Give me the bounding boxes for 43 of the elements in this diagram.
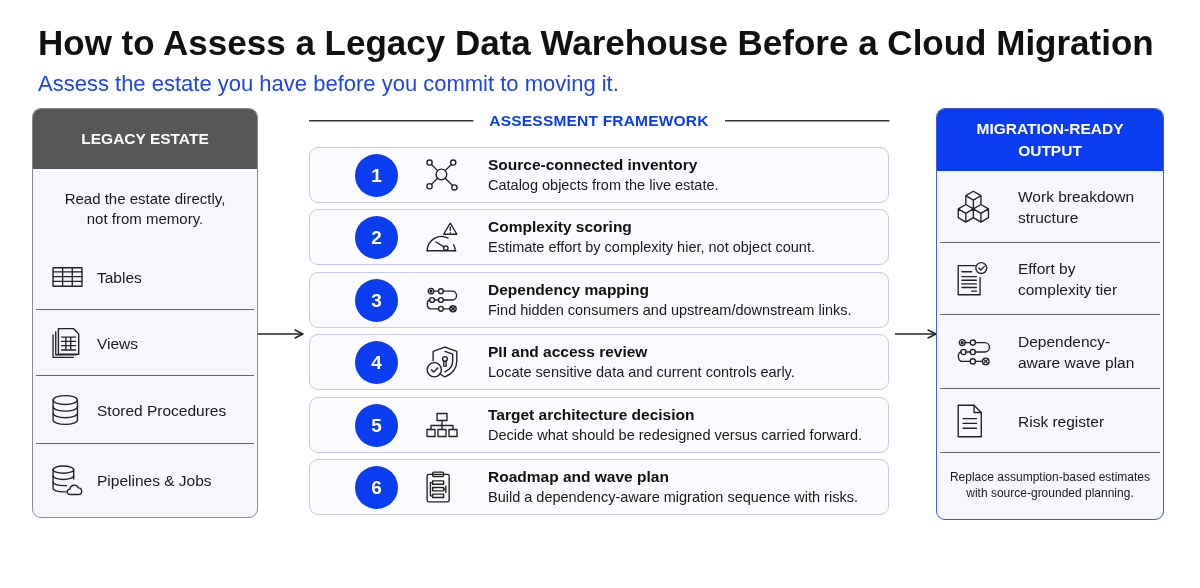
step-description: Decide what should be redesigned versus carried forward. (488, 426, 862, 445)
item-label: Dependency-aware wave plan (1018, 331, 1136, 373)
panel-header: MIGRATION-READY OUTPUT (937, 109, 1163, 171)
step-description: Catalog objects from the live estate. (488, 176, 719, 195)
item-label: Stored Procedures (97, 400, 227, 420)
step-title: Roadmap and wave plan (488, 467, 670, 486)
item-label: Effort by complexity tier (1018, 258, 1119, 300)
subtitle: Assess the estate you have before you commit to moving it. (38, 70, 619, 98)
step-description: Build a dependency-aware migration sequence with risks. (488, 488, 858, 507)
arrow (257, 329, 304, 339)
step-number-badge: 6 (355, 466, 398, 509)
step-description: Locate sensitive data and current controls early. (488, 363, 795, 382)
panel-note: Read the estate directly, not from memory. (63, 189, 227, 229)
panel-card (32, 108, 258, 518)
step-title: Dependency mapping (488, 280, 651, 299)
step-card (309, 459, 889, 515)
item-label: Work breakdown structure (1018, 186, 1135, 228)
step-number-badge: 4 (355, 341, 398, 384)
title: How to Assess a Legacy Data Warehouse Before a Cloud Migration (38, 22, 1154, 64)
item-label: Views (97, 333, 139, 353)
step-title: Complexity scoring (488, 217, 633, 236)
step-card (309, 147, 889, 203)
step-card (309, 334, 889, 390)
step-title: PII and access review (488, 342, 649, 361)
step-number-badge: 1 (355, 154, 398, 197)
step-description: Estimate effort by complexity hier, not object count. (488, 238, 815, 257)
section-heading: ASSESSMENT FRAMEWORK (489, 111, 709, 131)
item-label: Risk register (1018, 411, 1105, 431)
step-number-badge: 2 (355, 216, 398, 259)
step-number-badge: 3 (355, 279, 398, 322)
step-card (309, 209, 889, 265)
panel-footnote: Replace assumption-based estimates with source-grounded planning. (948, 469, 1152, 501)
panel-card (936, 108, 1164, 520)
step-card (309, 397, 889, 453)
item-label: Pipelines & Jobs (97, 470, 212, 490)
step-card (309, 272, 889, 328)
panel-header: LEGACY ESTATE (33, 109, 257, 169)
arrow (894, 329, 937, 339)
step-number-badge: 5 (355, 404, 398, 447)
step-title: Source-connected inventory (488, 155, 699, 174)
step-description: Find hidden consumers and upstream/downstream links. (488, 301, 852, 320)
item-label: Tables (97, 267, 142, 287)
step-title: Target architecture decision (488, 405, 696, 424)
